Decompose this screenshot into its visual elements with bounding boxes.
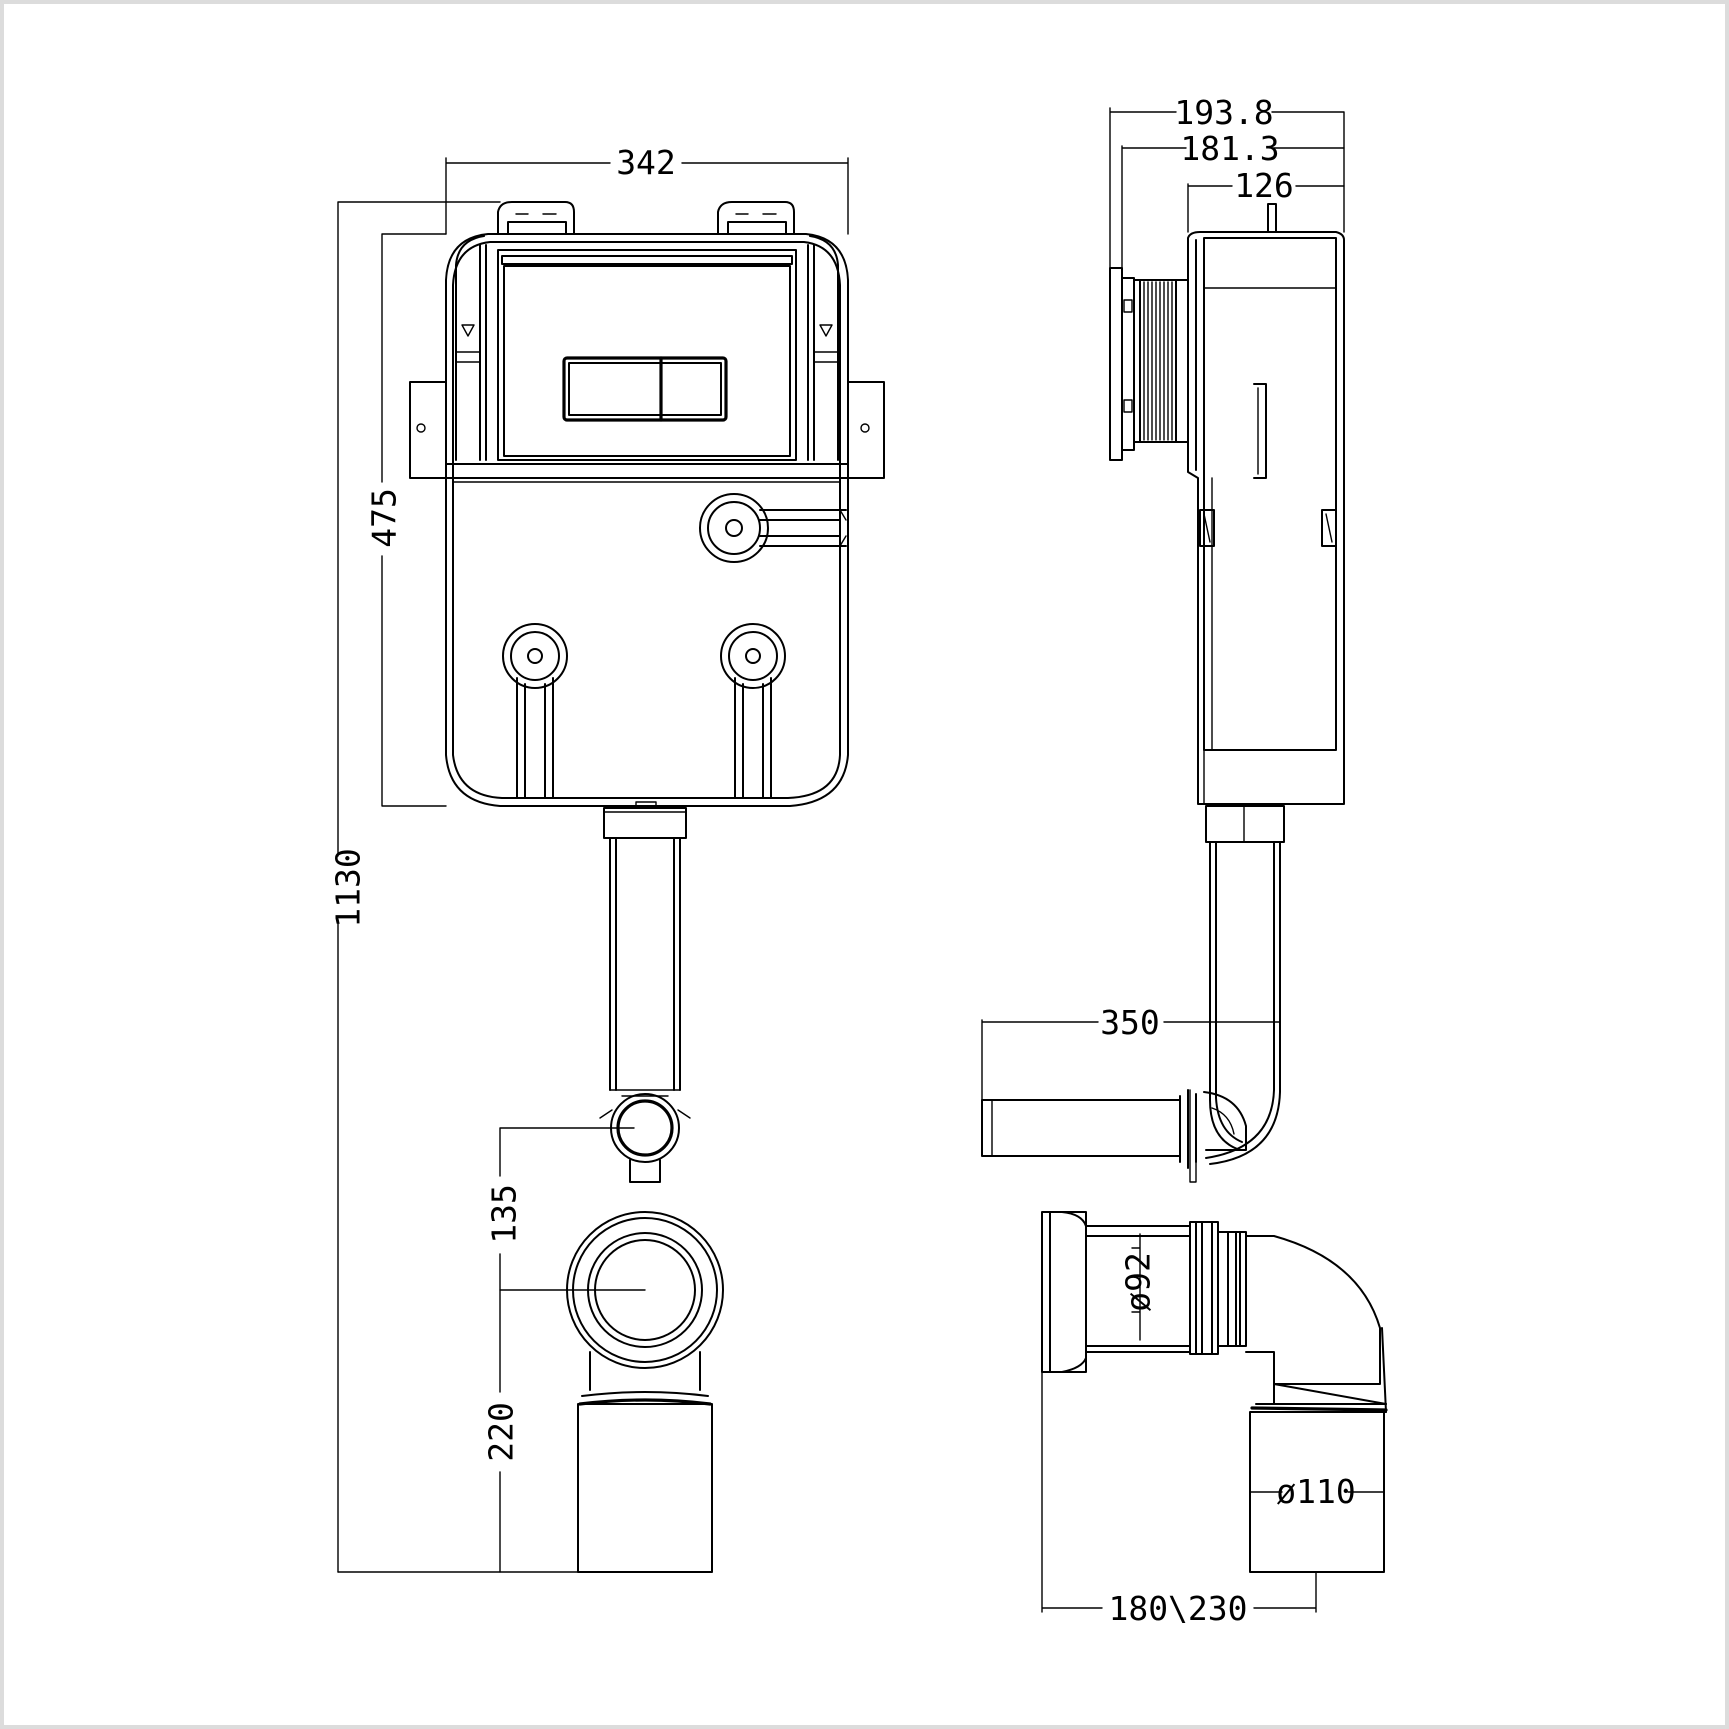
wc-outlet-assembly: [1041, 1211, 1388, 1573]
dim-cistern-height: 475: [365, 488, 404, 548]
side-dimension-lines: [981, 107, 1385, 1613]
pipe-coupling-plan: [599, 1093, 691, 1183]
top-mounting-clips: [497, 201, 795, 235]
drawing-sheet: [4, 4, 1725, 1725]
dim-outlet-offset: 135: [485, 1184, 524, 1244]
dim-bend-projection: 350: [1100, 1003, 1160, 1042]
flush-pipe-side: [1205, 805, 1285, 1165]
dim-total-height: 1130: [329, 848, 368, 927]
side-view: 193.8 181.3 126 350 ø92 ø110 180\230: [981, 93, 1388, 1628]
dim-width: 342: [616, 143, 676, 182]
water-inlet: [699, 493, 847, 563]
threaded-actuator: [1139, 279, 1177, 443]
dim-pan-projection: 180\230: [1108, 1589, 1247, 1628]
side-wall-brackets: [409, 381, 885, 479]
flush-plate: [497, 249, 797, 461]
lower-fixing-points: [502, 623, 786, 799]
cistern-side-body: [1187, 203, 1345, 805]
dim-outlet-diameter: ø110: [1276, 1472, 1355, 1511]
pan-connector-bend: [981, 1089, 1247, 1183]
flush-pipe: [603, 801, 687, 1091]
dim-inlet-diameter: ø92: [1119, 1252, 1158, 1312]
dim-frame-depth: 181.3: [1180, 129, 1279, 168]
side-frame-rails: [455, 235, 839, 461]
front-view: 342 1130 475 135 220: [329, 143, 885, 1573]
pan-connector-front: [566, 1211, 724, 1573]
dual-flush-buttons: [562, 356, 728, 422]
front-dimension-lines: [337, 157, 849, 1573]
dim-cistern-depth: 126: [1234, 166, 1294, 205]
dim-overall-depth: 193.8: [1174, 93, 1273, 132]
dim-pan-connector-height: 220: [482, 1402, 521, 1462]
